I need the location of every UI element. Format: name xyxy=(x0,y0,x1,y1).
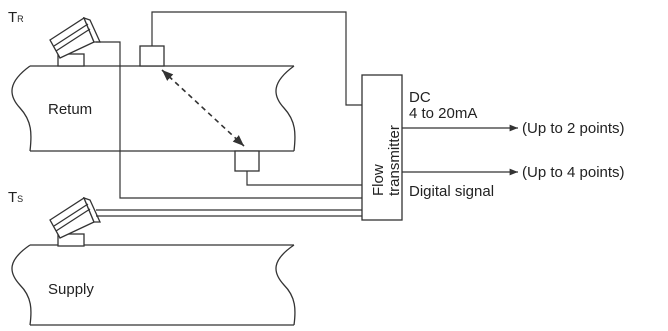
transmitter-label-line2: transmitter xyxy=(386,125,403,196)
digital-output-label: (Up to 4 points) xyxy=(522,164,625,181)
supply-sensor-label: TS xyxy=(8,189,23,206)
return-temperature-sensor xyxy=(49,16,102,67)
supply-pipe-label: Supply xyxy=(48,281,94,298)
flow-transmitter-box xyxy=(361,74,403,221)
supply-temperature-sensor xyxy=(49,196,102,247)
dc-label: DC xyxy=(409,89,431,106)
upper-transducer xyxy=(139,45,165,67)
lower-transducer xyxy=(234,150,260,172)
transmitter-label-line1: Flow xyxy=(370,164,387,196)
dc-range-label: 4 to 20mA xyxy=(409,105,477,122)
return-pipe-label: Retum xyxy=(48,101,92,118)
digital-signal-label: Digital signal xyxy=(409,183,494,200)
return-sensor-label: TR xyxy=(8,9,24,26)
wiring xyxy=(96,11,362,217)
sound-path-arrow xyxy=(161,69,245,147)
analog-output-label: (Up to 2 points) xyxy=(522,120,625,137)
